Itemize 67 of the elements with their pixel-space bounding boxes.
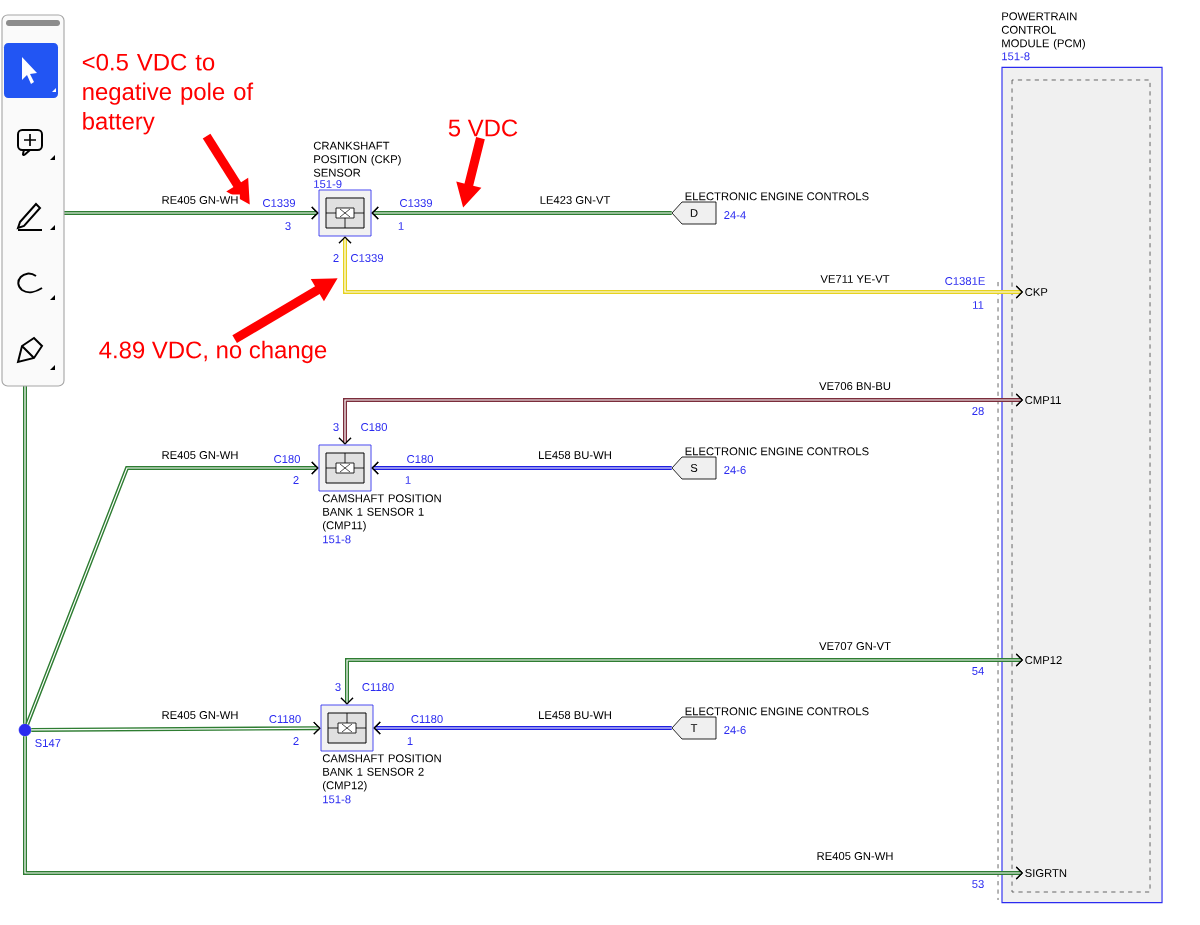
component-label: ELECTRONIC ENGINE CONTROLS (685, 192, 869, 201)
wire (338, 236, 1023, 299)
wire-label: LE423 GN-VT (538, 194, 612, 206)
pin-label: CMP12 (1025, 656, 1062, 664)
connector-label: 2 (333, 254, 339, 262)
pin-label: SIGRTN (1025, 869, 1067, 877)
page-reference: 151-8 (323, 535, 351, 544)
component-label: CRANKSHAFT POSITION (CKP) SENSOR (313, 141, 401, 177)
connector-label: 28 (972, 407, 984, 415)
connector-label: C180 (407, 455, 433, 463)
wire (23, 735, 1023, 880)
connector-label: 24-6 (724, 466, 746, 474)
connector-label: C1180 (362, 683, 394, 691)
wire-label: LE458 BU-WH (536, 449, 614, 461)
wire (25, 461, 319, 725)
connector-label: C1180 (269, 715, 301, 723)
connector-label: C1339 (263, 199, 296, 207)
annotation-text: 4.89 VDC, no change (99, 340, 327, 364)
connector-label: C180 (274, 455, 300, 463)
wire (340, 653, 1023, 705)
annotation-text: <0.5 VDC to negative pole of battery (82, 53, 254, 135)
component-label: CAMSHAFT POSITION BANK 1 SENSOR 2 (CMP12) (322, 754, 441, 792)
wire-label: RE405 GN-WH (160, 709, 240, 721)
page-reference: 151-8 (1002, 52, 1030, 61)
component-label: POWERTRAIN CONTROL MODULE (PCM) (1001, 12, 1085, 50)
component-label: ELECTRONIC ENGINE CONTROLS (685, 447, 869, 456)
connector-label: 1 (407, 737, 413, 745)
connector-label: C180 (361, 423, 387, 431)
connector-label: C1180 (411, 715, 443, 723)
connector-label: 24-6 (724, 726, 746, 734)
wire (373, 721, 673, 735)
connector-label: 1 (405, 476, 411, 484)
wire-label: RE405 GN-WH (815, 850, 895, 862)
wire-label: VE707 GN-VT (817, 640, 893, 652)
wire-label: VE706 BN-BU (817, 380, 893, 392)
wire (338, 393, 1023, 445)
pin-label: CKP (1025, 288, 1048, 296)
connector-label: C1339 (400, 199, 433, 207)
page-reference: 151-9 (314, 180, 342, 188)
wire (371, 206, 673, 220)
connector-tab: S (671, 456, 717, 480)
connector-label: 1 (398, 222, 404, 230)
connector-label: 2 (293, 476, 299, 484)
wire (30, 721, 321, 735)
wire (371, 461, 673, 475)
connector-label: 53 (972, 880, 984, 888)
wire-label: RE405 GN-WH (160, 194, 240, 206)
connector-tab: D (671, 201, 717, 225)
component-label: ELECTRONIC ENGINE CONTROLS (685, 707, 869, 716)
connector-label: 11 (973, 301, 984, 309)
connector-label: S147 (35, 739, 61, 747)
connector-label: C1339 (351, 254, 384, 262)
connector-label: 3 (285, 222, 291, 230)
pin-label: CMP11 (1025, 396, 1061, 404)
connector-label: 3 (335, 683, 341, 691)
connector-tab: T (671, 716, 717, 740)
wire-label: LE458 BU-WH (536, 709, 614, 721)
connector-label: 2 (293, 737, 299, 745)
annotation-text: 5 VDC (448, 119, 518, 137)
connector-label: 24-4 (724, 211, 746, 219)
connector-label: C1381E (945, 277, 985, 285)
component-label: CAMSHAFT POSITION BANK 1 SENSOR 1 (CMP11) (322, 494, 441, 532)
connector-label: 3 (333, 423, 339, 431)
wire-label: VE711 YE-VT (819, 273, 891, 285)
connector-label: 54 (972, 667, 984, 675)
page-reference: 151-8 (323, 795, 351, 804)
wire-label: RE405 GN-WH (160, 449, 240, 461)
